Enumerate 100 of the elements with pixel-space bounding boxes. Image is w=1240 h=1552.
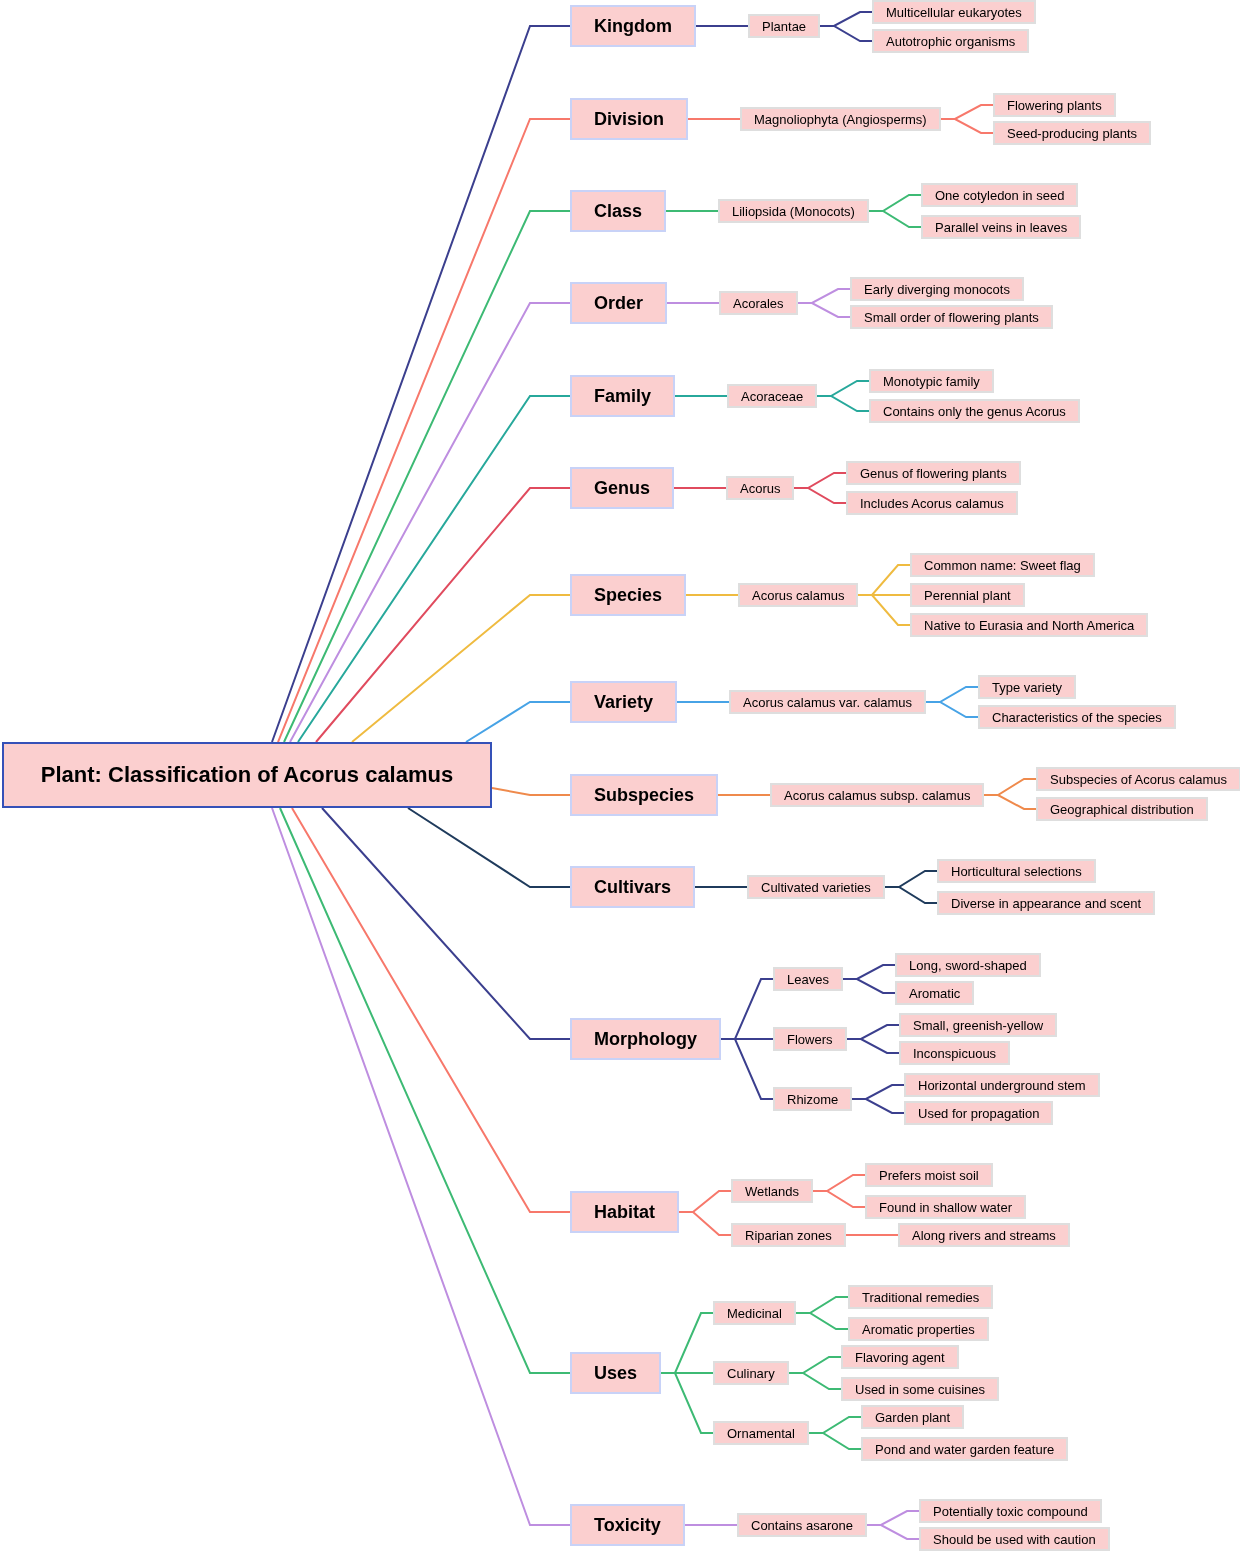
category-box: Division xyxy=(570,98,688,140)
branch-line xyxy=(684,1524,738,1526)
detail-box: Characteristics of the species xyxy=(978,705,1176,729)
branch-line xyxy=(465,701,571,743)
branch-line xyxy=(291,807,571,1213)
detail-box: Traditional remedies xyxy=(848,1285,994,1309)
branch-line xyxy=(795,1312,849,1330)
subtopic-box: Medicinal xyxy=(713,1301,796,1325)
category-box: Morphology xyxy=(570,1018,721,1060)
category-box: Class xyxy=(570,190,667,232)
detail-box: Monotypic family xyxy=(869,369,994,393)
category-box: Habitat xyxy=(570,1191,679,1233)
detail-box: Along rivers and streams xyxy=(898,1223,1070,1247)
subtopic-box: Acorus calamus xyxy=(738,583,859,607)
detail-box: Found in shallow water xyxy=(865,1195,1026,1219)
branch-line xyxy=(884,886,938,904)
detail-box: Small order of flowering plants xyxy=(850,305,1053,329)
branch-line xyxy=(685,594,739,596)
branch-line xyxy=(271,807,571,1526)
branch-line xyxy=(868,210,922,228)
branch-line xyxy=(851,1098,905,1114)
detail-box: Diverse in appearance and scent xyxy=(937,891,1156,915)
detail-box: Autotrophic organisms xyxy=(872,29,1030,53)
detail-box: Native to Eurasia and North America xyxy=(910,613,1149,637)
branch-line xyxy=(407,807,571,888)
subtopic-box: Acorus calamus var. calamus xyxy=(729,690,927,714)
branch-line xyxy=(351,594,571,743)
subtopic-box: Liliopsida (Monocots) xyxy=(718,199,869,223)
detail-box: Genus of flowering plants xyxy=(846,461,1021,485)
detail-box: Multicellular eukaryotes xyxy=(872,0,1036,24)
subtopic-box: Acorus calamus subsp. calamus xyxy=(770,783,985,807)
branch-line xyxy=(678,1211,732,1236)
detail-box: Contains only the genus Acorus xyxy=(869,399,1080,423)
subtopic-box: Ornamental xyxy=(713,1421,809,1445)
detail-box: Flowering plants xyxy=(993,93,1116,117)
category-box: Uses xyxy=(570,1352,662,1394)
detail-box: Parallel veins in leaves xyxy=(921,215,1082,239)
branch-line xyxy=(720,1038,774,1100)
branch-line xyxy=(289,302,571,743)
detail-box: Used for propagation xyxy=(904,1101,1054,1125)
branch-line xyxy=(283,210,571,743)
detail-box: Type variety xyxy=(978,675,1077,699)
detail-box: Should be used with caution xyxy=(919,1527,1110,1551)
detail-box: Aromatic properties xyxy=(848,1317,989,1341)
branch-line xyxy=(797,302,851,318)
branch-line xyxy=(666,302,720,304)
detail-box: Subspecies of Acorus calamus xyxy=(1036,767,1240,791)
category-box: Kingdom xyxy=(570,5,696,47)
subtopic-box: Leaves xyxy=(773,967,843,991)
subtopic-box: Cultivated varieties xyxy=(747,875,885,899)
branch-line xyxy=(842,978,896,994)
subtopic-box: Magnoliophyta (Angiosperms) xyxy=(740,107,941,131)
branch-line xyxy=(279,807,571,1374)
detail-box: One cotyledon in seed xyxy=(921,183,1079,207)
detail-box: Geographical distribution xyxy=(1036,797,1208,821)
detail-box: Perennial plant xyxy=(910,583,1025,607)
detail-box: Pond and water garden feature xyxy=(861,1437,1069,1461)
branch-line xyxy=(315,487,571,743)
branch-line xyxy=(665,210,719,212)
subtopic-box: Acoraceae xyxy=(727,384,818,408)
branch-line xyxy=(674,395,728,397)
branch-line xyxy=(687,118,741,120)
branch-line xyxy=(321,807,571,1040)
detail-box: Long, sword-shaped xyxy=(895,953,1041,977)
subtopic-box: Flowers xyxy=(773,1027,847,1051)
central-topic-box: Plant: Classification of Acorus calamus xyxy=(2,742,492,808)
detail-box: Potentially toxic compound xyxy=(919,1499,1102,1523)
branch-line xyxy=(793,487,847,504)
category-box: Subspecies xyxy=(570,774,719,816)
detail-box: Prefers moist soil xyxy=(865,1163,993,1187)
subtopic-box: Riparian zones xyxy=(731,1223,846,1247)
category-box: Toxicity xyxy=(570,1504,685,1546)
subtopic-box: Acorus xyxy=(726,476,795,500)
detail-box: Used in some cuisines xyxy=(841,1377,1000,1401)
detail-box: Early diverging monocots xyxy=(850,277,1024,301)
branch-line xyxy=(676,701,730,703)
branch-line xyxy=(297,395,571,743)
subtopic-box: Acorales xyxy=(719,291,798,315)
subtopic-box: Rhizome xyxy=(773,1087,853,1111)
detail-box: Common name: Sweet flag xyxy=(910,553,1095,577)
branch-line xyxy=(983,794,1037,810)
branch-line xyxy=(808,1432,862,1450)
branch-line xyxy=(695,25,749,27)
subtopic-box: Plantae xyxy=(748,14,821,38)
branch-line xyxy=(812,1190,866,1208)
branch-line xyxy=(694,886,748,888)
detail-box: Seed-producing plants xyxy=(993,121,1152,145)
branch-line xyxy=(940,118,994,134)
branch-line xyxy=(660,1372,714,1434)
branch-line xyxy=(788,1372,842,1390)
branch-line xyxy=(491,787,571,796)
branch-line xyxy=(925,701,979,718)
subtopic-box: Culinary xyxy=(713,1361,789,1385)
category-box: Genus xyxy=(570,467,674,509)
detail-box: Horizontal underground stem xyxy=(904,1073,1100,1097)
branch-line xyxy=(866,1524,920,1540)
detail-box: Includes Acorus calamus xyxy=(846,491,1018,515)
branch-line xyxy=(816,395,870,412)
detail-box: Small, greenish-yellow xyxy=(899,1013,1058,1037)
subtopic-box: Contains asarone xyxy=(737,1513,867,1537)
